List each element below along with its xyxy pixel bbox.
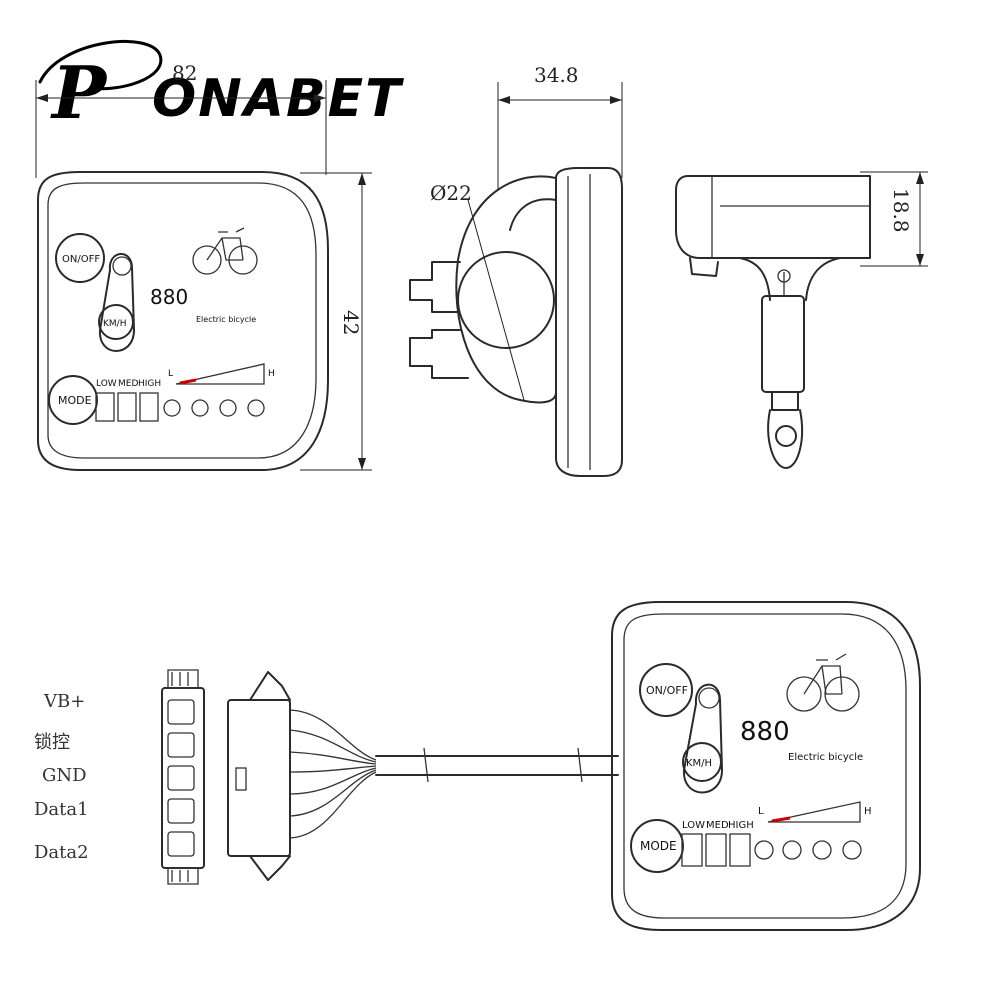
brand-logo: P ONABET [38,40,404,135]
panel-caption: Electric bicycle [788,752,863,763]
gauge-low: L [758,806,764,817]
pin-label-5: Data2 [34,842,89,863]
onoff-button[interactable] [639,663,693,717]
front-level-low: LOW [96,379,117,389]
cabled-display: ON/OFF KM/H 880 Electric bicycle MODE LO… [611,601,921,931]
front-caption: Electric bicycle [196,315,256,324]
dim-clamp-width-label: 34.8 [534,63,579,87]
front-kmh-button[interactable] [98,304,134,340]
connector-pinout: VB+ 锁控 GND Data1 Data2 [34,669,619,885]
mode-label: MODE [640,839,677,853]
pin-label-2: 锁控 [34,732,70,753]
side-view-clamp: 34.8 Ø22 [409,63,623,477]
level-med: MED [706,820,729,831]
dim-width-label: 82 [172,61,197,85]
front-gauge-high: H [268,369,275,379]
front-kmh-label: KM/H [103,319,126,329]
front-onoff-button[interactable] [55,233,105,283]
bicycle-icon [192,227,258,275]
kmh-label: KM/H [686,758,712,769]
gauge-high: H [864,806,872,817]
brand-name: ONABET [152,69,404,129]
pin-label-4: Data1 [34,799,89,820]
front-speed-value: 880 [150,285,188,309]
dim-depth-label: 18.8 [889,188,913,233]
level-high: HIGH [728,820,754,831]
pin-label-1: VB+ [43,691,85,712]
pin-label-3: GND [42,765,87,786]
front-level-med: MED [118,379,138,389]
front-mode-label: MODE [58,394,92,407]
front-view: 82 42 ON/OFF KM/H 880 Electric bicycle M… [35,61,372,471]
dim-height-label: 42 [339,310,363,335]
level-low: LOW [682,820,705,831]
bicycle-icon [786,653,860,712]
front-onoff-label: ON/OFF [62,254,100,265]
front-gauge-low: L [168,369,173,379]
front-mode-button[interactable] [48,375,98,425]
mode-button[interactable] [630,819,684,873]
brand-initial: P [50,50,108,135]
front-level-high: HIGH [138,379,161,389]
onoff-label: ON/OFF [646,684,688,697]
dim-diameter-label: Ø22 [430,181,472,205]
top-view: 18.8 [675,171,928,469]
speed-value: 880 [740,717,790,747]
kmh-button[interactable] [682,742,722,782]
